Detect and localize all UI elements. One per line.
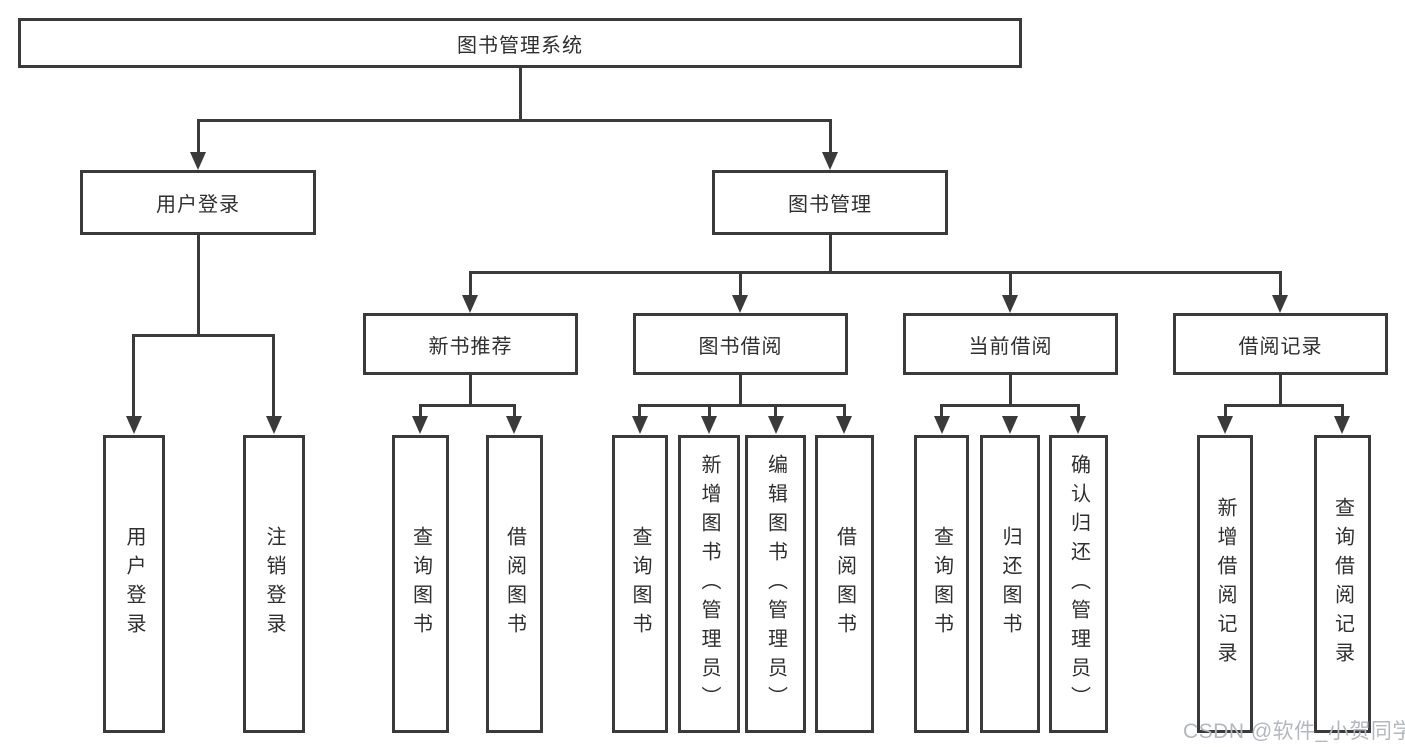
connector-line	[519, 68, 522, 121]
connector-arrowhead	[126, 416, 142, 434]
connector-line	[1224, 404, 1227, 418]
leaf-add-book-admin: 新增图书（管理员）	[678, 435, 740, 733]
connector-arrowhead	[190, 152, 206, 170]
connector-line	[1077, 404, 1080, 418]
connector-line	[843, 404, 846, 418]
leaf-label: 查询图书	[409, 526, 432, 642]
connector-arrowhead	[768, 416, 784, 434]
connector-line	[469, 271, 1282, 274]
connector-line	[829, 119, 832, 155]
leaf-query-books-recommend: 查询图书	[392, 435, 449, 733]
connector-arrowhead	[1334, 416, 1350, 434]
connector-line	[469, 375, 472, 406]
leaf-label: 新增图书（管理员）	[698, 453, 720, 715]
connector-line	[132, 334, 274, 337]
leaf-add-borrow-record: 新增借阅记录	[1197, 435, 1253, 733]
leaf-logout: 注销登录	[243, 435, 305, 733]
leaf-label: 查询图书	[930, 526, 953, 642]
connector-line	[1224, 404, 1342, 407]
connector-arrowhead	[266, 416, 282, 434]
connector-line	[739, 375, 742, 406]
leaf-label: 编辑图书（管理员）	[764, 453, 787, 715]
node-current-borrow: 当前借阅	[903, 313, 1118, 375]
leaf-query-borrow-record: 查询借阅记录	[1314, 435, 1371, 733]
connector-line	[1279, 375, 1282, 406]
watermark-csdn: CSDN @软件_小贺同学	[1183, 720, 1405, 743]
connector-arrowhead	[701, 416, 717, 434]
node-label: 图书管理	[788, 194, 872, 216]
connector-arrowhead	[1070, 416, 1086, 434]
node-book-borrow: 图书借阅	[633, 313, 848, 375]
leaf-label: 查询图书	[629, 526, 651, 642]
connector-arrowhead	[934, 416, 950, 434]
node-root: 图书管理系统	[18, 18, 1022, 68]
connector-line	[197, 235, 200, 336]
node-label: 图书借阅	[698, 335, 783, 358]
node-label: 用户登录	[156, 194, 240, 216]
connector-line	[829, 235, 832, 273]
connector-line	[272, 334, 275, 418]
connector-arrowhead	[632, 416, 648, 434]
connector-arrowhead	[732, 295, 748, 313]
leaf-borrow-books-recommend: 借阅图书	[486, 435, 543, 733]
connector-line	[774, 404, 777, 418]
connector-line	[638, 404, 845, 407]
leaf-confirm-return-admin: 确认归还（管理员）	[1049, 435, 1108, 733]
leaf-label: 用户登录	[123, 526, 145, 642]
connector-arrowhead	[1002, 295, 1018, 313]
connector-arrowhead	[1217, 416, 1233, 434]
connector-arrowhead	[1002, 416, 1018, 434]
connector-line	[940, 404, 1079, 407]
connector-line	[1279, 271, 1282, 297]
leaf-return-book: 归还图书	[980, 435, 1040, 733]
connector-arrowhead	[1272, 295, 1288, 313]
connector-line	[197, 119, 832, 122]
node-new-book-recommend: 新书推荐	[363, 313, 578, 375]
leaf-label: 查询借阅记录	[1331, 497, 1354, 671]
leaf-query-books-borrow: 查询图书	[612, 435, 668, 733]
connector-line	[638, 404, 641, 418]
leaf-label: 借阅图书	[503, 526, 526, 642]
connector-arrowhead	[462, 295, 478, 313]
leaf-label: 确认归还（管理员）	[1067, 453, 1090, 715]
connector-line	[1009, 375, 1012, 406]
leaf-query-books-current: 查询图书	[914, 435, 969, 733]
connector-line	[1341, 404, 1344, 418]
connector-arrowhead	[836, 416, 852, 434]
connector-arrowhead	[412, 416, 428, 434]
leaf-user-login: 用户登录	[103, 435, 165, 733]
connector-arrowhead	[506, 416, 522, 434]
node-label: 借阅记录	[1238, 335, 1323, 358]
leaf-edit-book-admin: 编辑图书（管理员）	[745, 435, 806, 733]
node-label: 当前借阅	[968, 335, 1053, 358]
node-book-mgmt: 图书管理	[712, 170, 948, 235]
connector-arrowhead	[822, 152, 838, 170]
connector-line	[132, 334, 135, 418]
connector-line	[1009, 271, 1012, 297]
connector-line	[419, 404, 422, 418]
node-user-login: 用户登录	[80, 170, 316, 235]
leaf-label: 新增借阅记录	[1214, 497, 1236, 671]
leaf-label: 借阅图书	[833, 526, 856, 642]
leaf-label: 注销登录	[263, 526, 285, 642]
leaf-borrow-books-borrow: 借阅图书	[815, 435, 874, 733]
connector-line	[739, 271, 742, 297]
node-borrow-records: 借阅记录	[1173, 313, 1388, 375]
node-label: 图书管理系统	[457, 34, 583, 57]
connector-line	[469, 271, 472, 297]
connector-line	[197, 119, 200, 155]
connector-line	[940, 404, 943, 418]
connector-line	[708, 404, 711, 418]
leaf-label: 归还图书	[999, 526, 1021, 642]
node-label: 新书推荐	[428, 335, 513, 358]
connector-line	[419, 404, 515, 407]
connector-line	[513, 404, 516, 418]
